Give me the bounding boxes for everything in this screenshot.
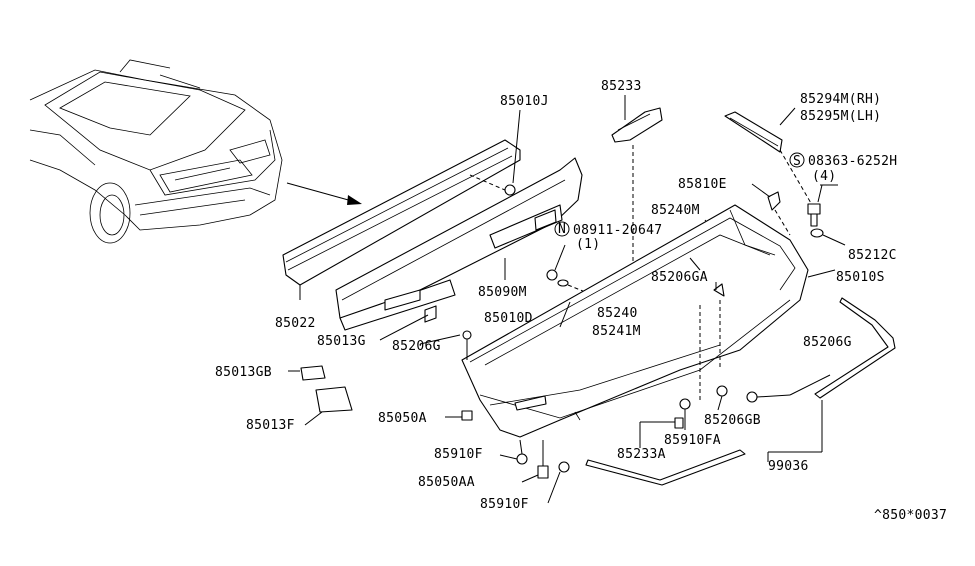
label-08911-qty: (1) (576, 237, 600, 252)
part-85022-reinforcement (282, 139, 521, 300)
part-85013GB (300, 365, 326, 381)
part-85206G-left (462, 330, 472, 360)
part-85206GB (716, 385, 728, 411)
bolt-85050AA (521, 440, 549, 483)
screw-85910F-bottom (547, 461, 570, 504)
part-85294M-rail (724, 107, 816, 211)
screw-85910F-top (499, 439, 528, 465)
clip-85010J (504, 184, 516, 196)
label-85810E: 85810E (678, 177, 727, 192)
part-85810E-clip (767, 191, 781, 211)
bolt-85050A (445, 410, 473, 421)
label-85233: 85233 (601, 79, 642, 94)
label-08363-prefix: S (793, 154, 801, 169)
label-85010J: 85010J (500, 94, 549, 109)
symbol-n-circle (554, 221, 570, 237)
bolt-08363 (807, 184, 838, 227)
label-85910FA: 85910FA (664, 433, 721, 448)
label-85013GB: 85013GB (215, 365, 272, 380)
label-85013G: 85013G (317, 334, 366, 349)
label-85910F-top: 85910F (434, 447, 483, 462)
part-85010D (557, 279, 569, 287)
label-99036: 99036 (768, 459, 809, 474)
label-08911: 08911-20647 (573, 223, 662, 238)
part-85013F (315, 386, 353, 413)
label-85294M: 85294M(RH) (800, 92, 881, 107)
label-85233A: 85233A (617, 447, 666, 462)
label-85295M: 85295M(LH) (800, 109, 881, 124)
label-85010D: 85010D (484, 311, 533, 326)
label-85206G-left: 85206G (392, 339, 441, 354)
diagram-reference-code: ^850*0037 (874, 508, 947, 523)
label-85910F-bottom: 85910F (480, 497, 529, 512)
label-85240M: 85240M (651, 203, 700, 218)
part-85206G-right (746, 374, 831, 403)
label-85013F: 85013F (246, 418, 295, 433)
part-labels: 85010J 85233 85294M(RH) 85295M(LH) S 083… (215, 79, 947, 523)
direction-arrow (286, 182, 362, 205)
label-85050A: 85050A (378, 411, 427, 426)
clip-08911 (546, 269, 558, 281)
part-85010S-fascia (461, 204, 809, 438)
part-85013G (424, 305, 437, 323)
label-85206GB: 85206GB (704, 413, 761, 428)
part-85212C-washer (810, 228, 824, 238)
label-08911-prefix: N (558, 222, 566, 237)
label-85022: 85022 (275, 316, 316, 331)
label-85090M: 85090M (478, 285, 527, 300)
part-99036-strip (585, 297, 896, 486)
symbol-s-circle (789, 152, 805, 168)
car-rear-illustration (29, 59, 283, 244)
part-85233-bracket (611, 95, 663, 265)
part-85090M-absorber (335, 157, 583, 331)
screw-85910FA (679, 398, 691, 430)
label-08363-qty: (4) (812, 169, 836, 184)
label-85240: 85240 (597, 306, 638, 321)
label-85010S: 85010S (836, 270, 885, 285)
label-85050AA: 85050AA (418, 475, 475, 490)
part-85206GA-clip (713, 283, 725, 297)
screw-85233A (639, 417, 684, 448)
label-85241M: 85241M (592, 324, 641, 339)
label-85206G-right: 85206G (803, 335, 852, 350)
label-85212C: 85212C (848, 248, 897, 263)
label-85206GA: 85206GA (651, 270, 708, 285)
label-08363: 08363-6252H (808, 154, 897, 169)
